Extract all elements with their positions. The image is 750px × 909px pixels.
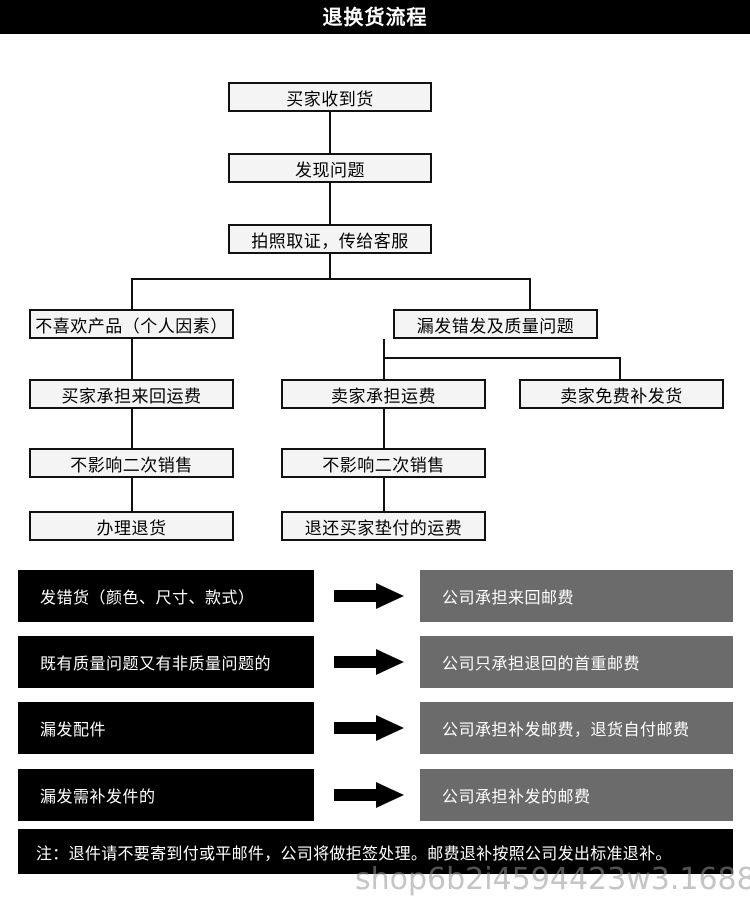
connector-n6-n9 <box>131 409 133 448</box>
policy-result: 公司承担来回邮费 <box>420 570 733 622</box>
flow-node-missing-wrong-quality[interactable]: 漏发错发及质量问题 <box>393 309 598 339</box>
policy-row: 漏发配件 公司承担补发邮费，退货自付邮费 <box>0 702 750 754</box>
connector-split2-right <box>619 357 621 379</box>
flow-node-refund-buyer-shipping[interactable]: 退还买家垫付的运费 <box>281 511 486 541</box>
connector-n1-n2 <box>329 112 331 154</box>
flow-node-label: 拍照取证，传给客服 <box>251 231 409 252</box>
connector-n7-n10 <box>383 409 385 448</box>
flow-node-no-resale-impact-mid[interactable]: 不影响二次销售 <box>281 448 486 478</box>
note-bar: 注：退件请不要寄到付或平邮件，公司将做拒签处理。邮费退补按照公司发出标准退补。 <box>18 829 733 874</box>
arrow-right-icon <box>334 649 404 675</box>
policy-result: 公司只承担退回的首重邮费 <box>420 636 733 688</box>
connector-split-top <box>131 278 531 280</box>
policy-result: 公司承担补发的邮费 <box>420 769 733 821</box>
note-text: 注：退件请不要寄到付或平邮件，公司将做拒签处理。邮费退补按照公司发出标准退补。 <box>36 843 672 863</box>
connector-n5-split <box>383 339 385 358</box>
flow-node-buyer-received[interactable]: 买家收到货 <box>228 82 432 112</box>
policy-result: 公司承担补发邮费，退货自付邮费 <box>420 702 733 754</box>
flow-node-label: 不影响二次销售 <box>322 455 445 476</box>
connector-split-right <box>529 278 531 310</box>
connector-n2-n3 <box>329 182 331 224</box>
flow-node-process-return[interactable]: 办理退货 <box>29 511 234 541</box>
arrow-right-icon <box>334 583 404 609</box>
flow-node-label: 不影响二次销售 <box>70 455 193 476</box>
flow-node-label: 办理退货 <box>96 518 167 539</box>
flow-node-label: 买家承担来回运费 <box>61 386 202 407</box>
connector-split2-top <box>383 357 621 359</box>
policy-cause: 发错货（颜色、尺寸、款式） <box>18 570 314 622</box>
connector-split2-left <box>383 357 385 379</box>
policy-cause: 漏发需补发件的 <box>18 769 314 821</box>
page-title: 退换货流程 <box>322 5 428 29</box>
connector-n10-n12 <box>383 478 385 511</box>
flow-node-buyer-pays-roundtrip[interactable]: 买家承担来回运费 <box>29 379 234 409</box>
connector-n4-n6 <box>131 339 133 379</box>
connector-split-left <box>131 278 133 310</box>
connector-n9-n11 <box>131 478 133 511</box>
flow-node-no-resale-impact-left[interactable]: 不影响二次销售 <box>29 448 234 478</box>
flow-node-label: 漏发错发及质量问题 <box>416 316 575 337</box>
flow-node-label: 退还买家垫付的运费 <box>304 518 463 539</box>
flow-node-found-problem[interactable]: 发现问题 <box>228 153 432 183</box>
flow-node-label: 买家收到货 <box>286 89 374 110</box>
policy-row: 发错货（颜色、尺寸、款式） 公司承担来回邮费 <box>0 570 750 622</box>
flow-node-dislike-product[interactable]: 不喜欢产品（个人因素） <box>29 309 234 339</box>
flow-node-photo-evidence[interactable]: 拍照取证，传给客服 <box>228 224 432 254</box>
title-bar: 退换货流程 <box>0 0 750 34</box>
flow-node-seller-free-reship[interactable]: 卖家免费补发货 <box>519 379 724 409</box>
flow-node-label: 卖家承担运费 <box>331 386 436 407</box>
policy-row: 漏发需补发件的 公司承担补发的邮费 <box>0 769 750 821</box>
policy-row: 既有质量问题又有非质量问题的 公司只承担退回的首重邮费 <box>0 636 750 688</box>
flow-node-label: 不喜欢产品（个人因素） <box>35 316 228 337</box>
flowchart: 买家收到货 发现问题 拍照取证，传给客服 不喜欢产品（个人因素） 漏发错发及质量… <box>29 82 724 541</box>
flow-node-seller-pays-shipping[interactable]: 卖家承担运费 <box>281 379 486 409</box>
policy-cause: 既有质量问题又有非质量问题的 <box>18 636 314 688</box>
connector-n3-split <box>329 254 331 278</box>
arrow-right-icon <box>334 715 404 741</box>
flow-node-label: 发现问题 <box>295 160 365 181</box>
arrow-right-icon <box>334 782 404 808</box>
policy-cause: 漏发配件 <box>18 702 314 754</box>
flow-node-label: 卖家免费补发货 <box>560 386 683 407</box>
